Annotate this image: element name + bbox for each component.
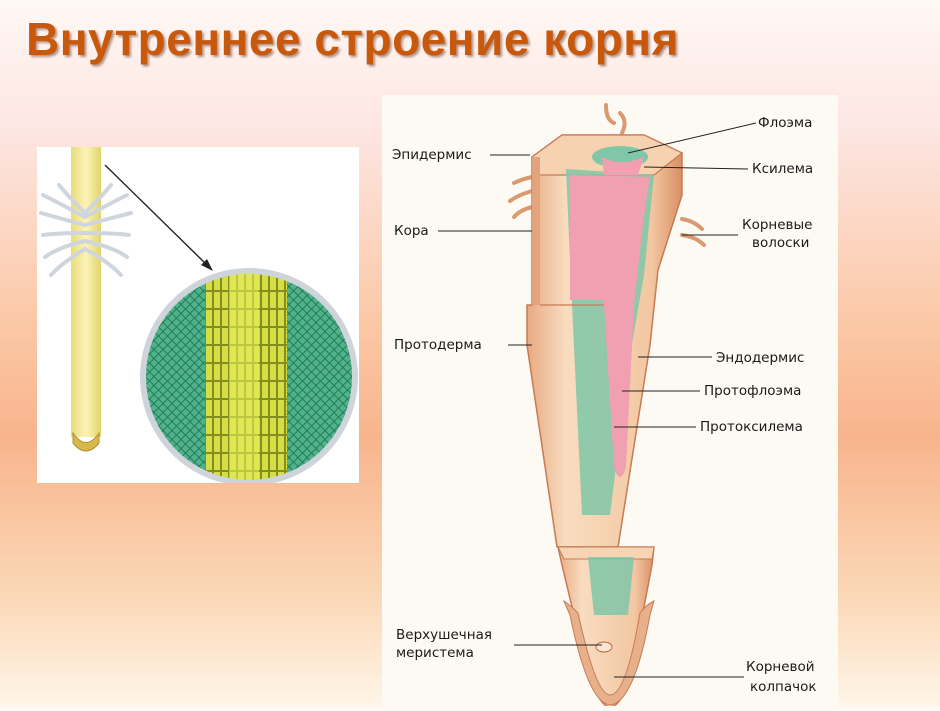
slide-title: Внутреннее строение корня (26, 13, 679, 65)
root-micrograph (39, 147, 358, 486)
root-structure-diagram: Флоэма Эпидермис Ксилема Кора Корневые в… (382, 95, 838, 708)
label-protophloem: Протофлоэма (704, 383, 801, 399)
root-hairs-illustration (39, 183, 133, 277)
label-epidermis: Эпидермис (392, 147, 472, 163)
root-section-svg: Флоэма Эпидермис Ксилема Кора Корневые в… (392, 103, 817, 708)
label-cortex: Кора (394, 223, 429, 239)
label-meristem-2: меристема (396, 645, 474, 661)
label-leaders (438, 122, 757, 678)
root-tip-segment (557, 546, 655, 708)
label-root-hairs-1: Корневые (742, 217, 812, 233)
label-meristem-1: Верхушечная (396, 627, 492, 643)
label-root-cap-1: Корневой (746, 659, 815, 675)
whole-root-illustration (71, 147, 101, 452)
magnified-tissue-circle (140, 268, 358, 486)
label-phloem: Флоэма (758, 115, 812, 131)
root-micrograph-panel (37, 147, 359, 486)
label-protoxylem: Протоксилема (700, 419, 803, 435)
label-root-hairs-2: волоски (752, 235, 809, 251)
magnification-arrow (104, 164, 213, 271)
label-protoderm: Протодерма (394, 337, 482, 353)
label-endodermis: Эндодермис (716, 350, 804, 366)
label-xylem: Ксилема (752, 161, 813, 177)
root-body (508, 103, 706, 548)
label-root-cap-2: колпачок (750, 679, 817, 695)
